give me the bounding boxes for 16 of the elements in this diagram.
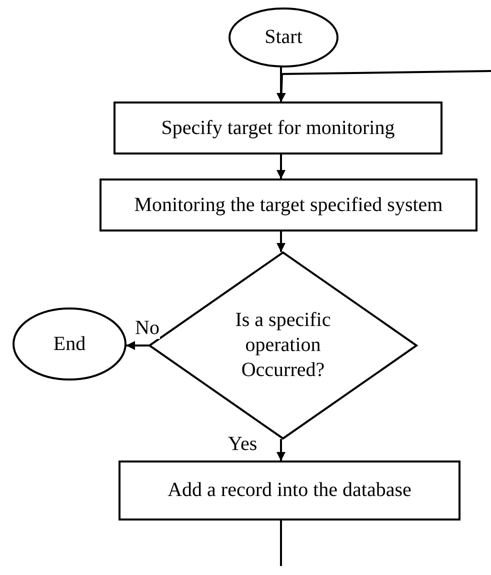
node-text: Is a specific operation Occurred? [234,308,332,383]
process-box [114,102,442,154]
process-box [119,461,460,520]
process-box [100,179,477,231]
node-text: Specify target for monitoring [161,116,395,140]
node-text: Add a record into the database [168,479,412,502]
arrow [276,231,286,252]
arrow [276,439,286,461]
arrow [276,154,286,179]
terminal-ellipse [13,308,126,380]
arrow [276,70,491,102]
terminal-ellipse [229,8,338,67]
node-text: End [53,332,86,356]
node-text: Start [264,26,302,49]
node-text: Monitoring the target specified system [134,194,443,216]
arrow [126,341,149,350]
